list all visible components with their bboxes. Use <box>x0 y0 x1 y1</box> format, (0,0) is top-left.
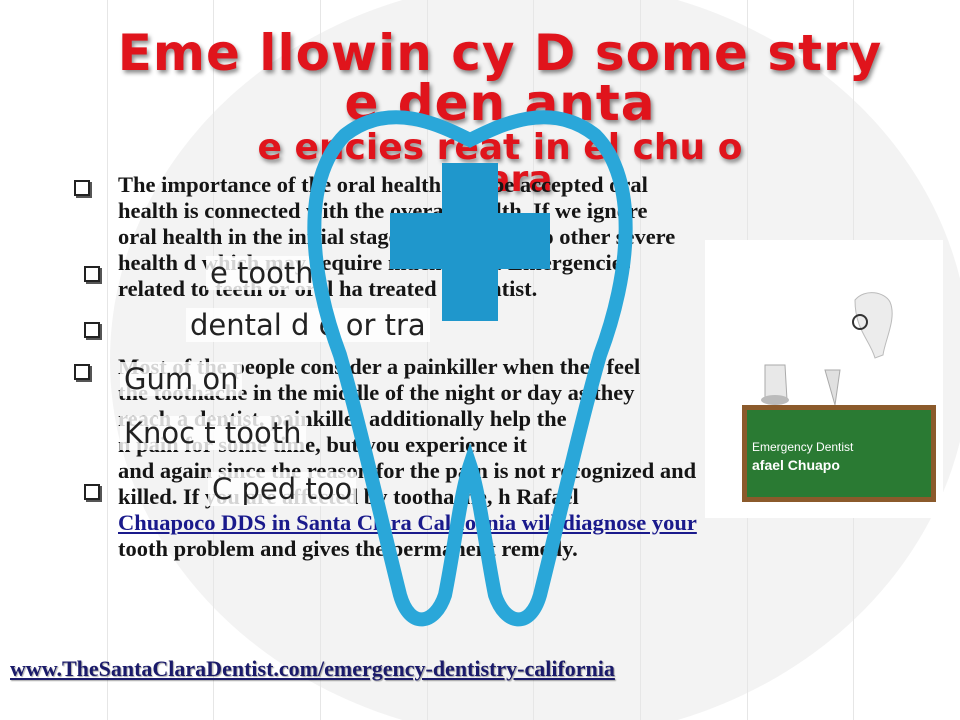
paragraph-line: tooth problem and gives the permanent re… <box>118 536 578 561</box>
title-line-1: Eme llowin cy D some stry e den anta <box>117 24 883 132</box>
bullet-square-icon <box>84 484 100 500</box>
slide-title: Eme llowin cy D some stry e den anta e e… <box>100 28 900 198</box>
paragraph-line[interactable]: Chuapoco DDS in Santa Clara California w… <box>118 510 697 535</box>
paragraph-line: The importance of the oral health is to … <box>118 172 648 197</box>
bullet-paragraph-1: The importance of the oral health is to … <box>118 172 888 302</box>
board-title: Emergency Dentist <box>752 440 854 454</box>
bullet-square-icon <box>74 364 90 380</box>
bullet-square-icon <box>84 266 100 282</box>
bullet-square-icon <box>84 322 100 338</box>
overlay-item: Knoc t tooth <box>120 416 306 450</box>
paragraph-line: health is connected with the overall hea… <box>118 198 648 223</box>
overlay-item: Gum on <box>120 362 243 396</box>
tooth-cross-logo-icon <box>307 110 633 627</box>
bullet-paragraph-2: Most of the people consider a painkiller… <box>118 354 888 562</box>
overlay-item: dental d e or tra <box>186 308 430 342</box>
footer-url-link[interactable]: www.TheSantaClaraDentist.com/emergency-d… <box>10 656 615 681</box>
bullet-square-icon <box>74 180 90 196</box>
tooth-mascot-icon <box>705 240 943 406</box>
chalkboard-sign <box>742 410 936 502</box>
board-frame <box>742 405 936 413</box>
overlay-item: e tooth <box>206 256 318 290</box>
board-name: afael Chuapo <box>752 457 840 473</box>
overlay-item: C ped too <box>208 472 357 506</box>
